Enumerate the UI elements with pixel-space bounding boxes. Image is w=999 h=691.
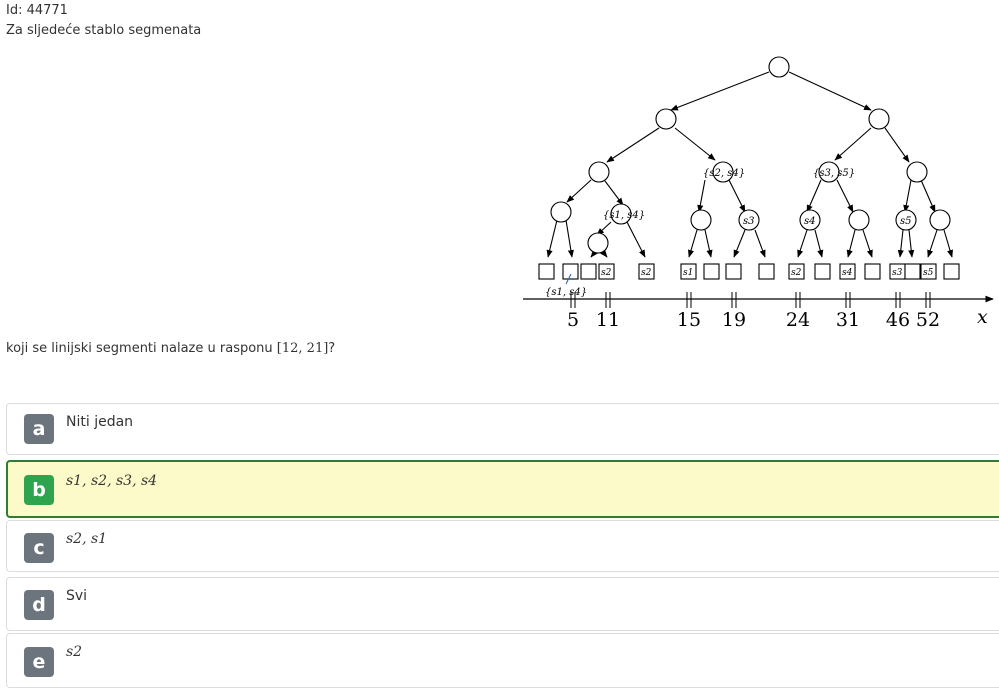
range-expression: [12, 21] xyxy=(276,341,329,356)
option-letter: a xyxy=(24,414,54,444)
axis-tick-label: 52 xyxy=(916,309,940,331)
tree-leaf xyxy=(703,263,720,280)
tree-node xyxy=(929,209,951,231)
option-letter: e xyxy=(24,647,54,677)
tree-node xyxy=(610,203,632,225)
node-label: {s1, s4} xyxy=(545,287,587,298)
question-prompt: koji se linijski segmenti nalaze u raspo… xyxy=(6,341,335,356)
tree-leaf xyxy=(580,263,597,280)
node-label: {s1, s4} xyxy=(603,210,645,221)
tree-leaf xyxy=(758,263,775,280)
node-label: s3 xyxy=(743,216,755,227)
option-c[interactable]: c s2, s1 xyxy=(6,520,999,572)
segment-tree-diagram: {s2, s4} {s3, s5} {s1, s4} s3 s4 s5 {s1,… xyxy=(523,56,994,331)
tree-node xyxy=(588,161,610,183)
tree-leaf xyxy=(538,263,555,280)
tree-leaf xyxy=(638,263,655,280)
tree-node xyxy=(550,201,572,223)
leaf-label: s2 xyxy=(791,268,802,278)
tree-node xyxy=(587,232,609,254)
tree-leaf xyxy=(814,263,831,280)
axis-tick-label: 19 xyxy=(722,309,746,331)
axis-tick-label: 15 xyxy=(677,309,701,331)
node-label: s4 xyxy=(804,216,816,227)
tree-edges xyxy=(546,71,953,258)
leaf-label: s4 xyxy=(842,268,853,278)
option-letter: c xyxy=(24,533,54,563)
tree-leaf xyxy=(788,263,805,280)
option-e[interactable]: e s2 xyxy=(6,633,999,688)
leaf-label: s1 xyxy=(683,268,693,278)
node-label: s5 xyxy=(900,216,912,227)
axis-tick-label: 31 xyxy=(836,309,860,331)
tree-node xyxy=(738,209,760,231)
option-text: s2, s1 xyxy=(66,531,108,547)
leaf-label: s2 xyxy=(641,268,652,278)
tree-leaf xyxy=(943,263,960,280)
option-a[interactable]: a Niti jedan xyxy=(6,403,999,455)
tree-node xyxy=(895,209,917,231)
tree-leaf xyxy=(904,263,921,280)
prompt-text: koji se linijski segmenti nalaze u raspo… xyxy=(6,341,277,356)
option-b[interactable]: b s1, s2, s3, s4 xyxy=(6,460,999,518)
tree-leaf xyxy=(864,263,881,280)
tree-node xyxy=(690,209,712,231)
question-intro: Za sljedeće stablo segmenata xyxy=(6,23,202,38)
option-letter: b xyxy=(24,475,54,505)
tree-leaf xyxy=(562,263,579,280)
question-id: Id: 44771 xyxy=(6,3,68,18)
tree-node xyxy=(768,56,790,78)
tree-node xyxy=(799,209,821,231)
axis-tick-label: 11 xyxy=(596,309,620,331)
axis-variable: x xyxy=(977,306,988,328)
option-d[interactable]: d Svi xyxy=(6,577,999,631)
leaf-label: s2 xyxy=(601,268,612,278)
tree-node xyxy=(848,209,870,231)
tree-leaf xyxy=(920,263,937,280)
node-label: {s2, s4} xyxy=(703,168,745,179)
tree-node xyxy=(712,161,734,183)
tree-leaf xyxy=(598,263,615,280)
prompt-end: ? xyxy=(328,341,336,356)
node-label: {s3, s5} xyxy=(813,168,855,179)
option-letter: d xyxy=(24,590,54,620)
tree-leaf xyxy=(839,263,856,280)
option-text: s1, s2, s3, s4 xyxy=(66,473,158,489)
leaf-label: s3 xyxy=(892,268,903,278)
tree-leaf xyxy=(680,263,697,280)
axis-tick-label: 46 xyxy=(886,309,910,331)
option-text: Svi xyxy=(66,588,88,604)
axis-tick-label: 5 xyxy=(567,309,579,331)
tree-node xyxy=(868,108,890,130)
tree-node xyxy=(818,161,840,183)
tree-leaf xyxy=(725,263,742,280)
leaf-label: s5 xyxy=(923,268,934,278)
option-text: s2 xyxy=(66,644,83,660)
tree-node xyxy=(655,108,677,130)
tree-node xyxy=(906,161,928,183)
axis-tick-label: 24 xyxy=(786,309,810,331)
option-text: Niti jedan xyxy=(66,414,134,430)
